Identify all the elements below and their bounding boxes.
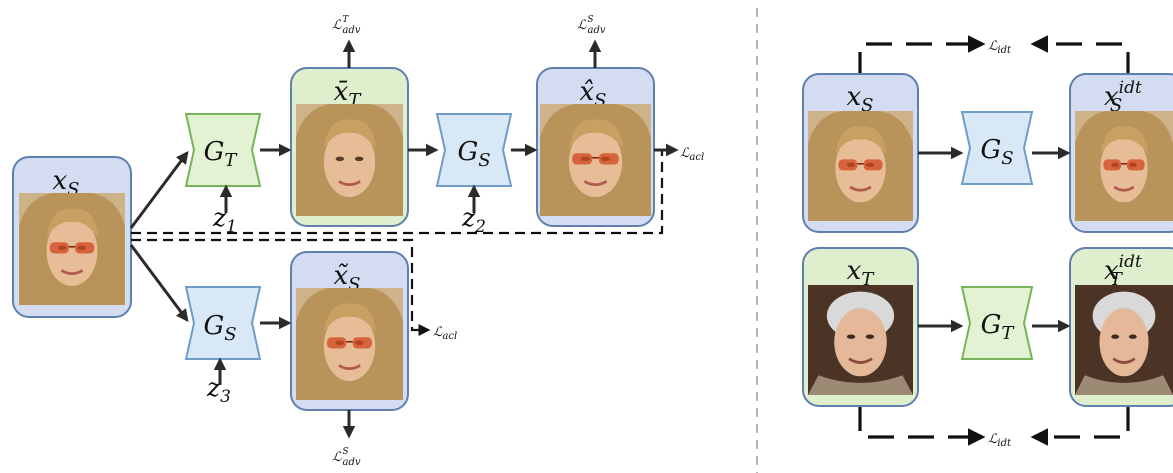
dashed-acl-path-top [131, 143, 679, 235]
generator-g-t: GT [184, 113, 262, 187]
label-z1: z1 [212, 203, 237, 237]
label-loss-idt-bottom: ℒidt [988, 432, 1012, 449]
generator-g-s-bottom: GS [184, 286, 262, 360]
dashed-idt-bottom-left [858, 405, 986, 446]
card-x-t-right: xT [802, 247, 919, 407]
label-z2: z2 [461, 203, 486, 237]
svg-text:GS: GS [980, 135, 1013, 169]
label-loss-acl-bottom: ℒacl [433, 325, 457, 342]
face-photo-no-glasses [296, 104, 403, 216]
card-x-hat-s: x̂S [536, 67, 655, 227]
face-photo-identity-glasses [1075, 110, 1173, 221]
face-photo-identity-man [1075, 285, 1173, 395]
generator-g-s-top: GS [435, 113, 513, 187]
arrow-input-to-gs-bottom [129, 244, 189, 323]
label-loss-idt-top: ℒidt [988, 39, 1012, 56]
label-loss-acl-top: ℒacl [680, 146, 704, 163]
label-z3: z3 [206, 373, 231, 407]
card-x-s-input: xS [12, 156, 132, 318]
face-photo-with-glasses [808, 110, 913, 221]
face-photo-man [808, 285, 913, 395]
dashed-acl-path-bottom [131, 238, 431, 337]
svg-text:GS: GS [203, 311, 236, 345]
face-photo-reconstructed-glasses [540, 103, 651, 216]
arrow-input-to-gt [129, 150, 189, 229]
dashed-idt-bottom-right [1030, 405, 1130, 446]
svg-text:GT: GT [981, 310, 1016, 344]
svg-text:GS: GS [457, 137, 490, 171]
generator-g-t-right: GT [960, 286, 1034, 360]
face-photo-generated-glasses [296, 287, 403, 400]
svg-text:GT: GT [204, 137, 239, 171]
dashed-idt-top-right [1030, 35, 1130, 78]
svg-text:xT: xT [847, 256, 876, 290]
dashed-idt-top-left [858, 35, 986, 78]
svg-text:xS: xS [846, 82, 873, 116]
generator-g-s-right: GS [960, 111, 1034, 185]
card-x-bar-t: x̄T [290, 67, 409, 227]
face-photo-with-glasses [19, 192, 125, 305]
card-x-s-right: xS [802, 73, 919, 233]
card-x-tilde-s: x̃S [290, 251, 409, 411]
